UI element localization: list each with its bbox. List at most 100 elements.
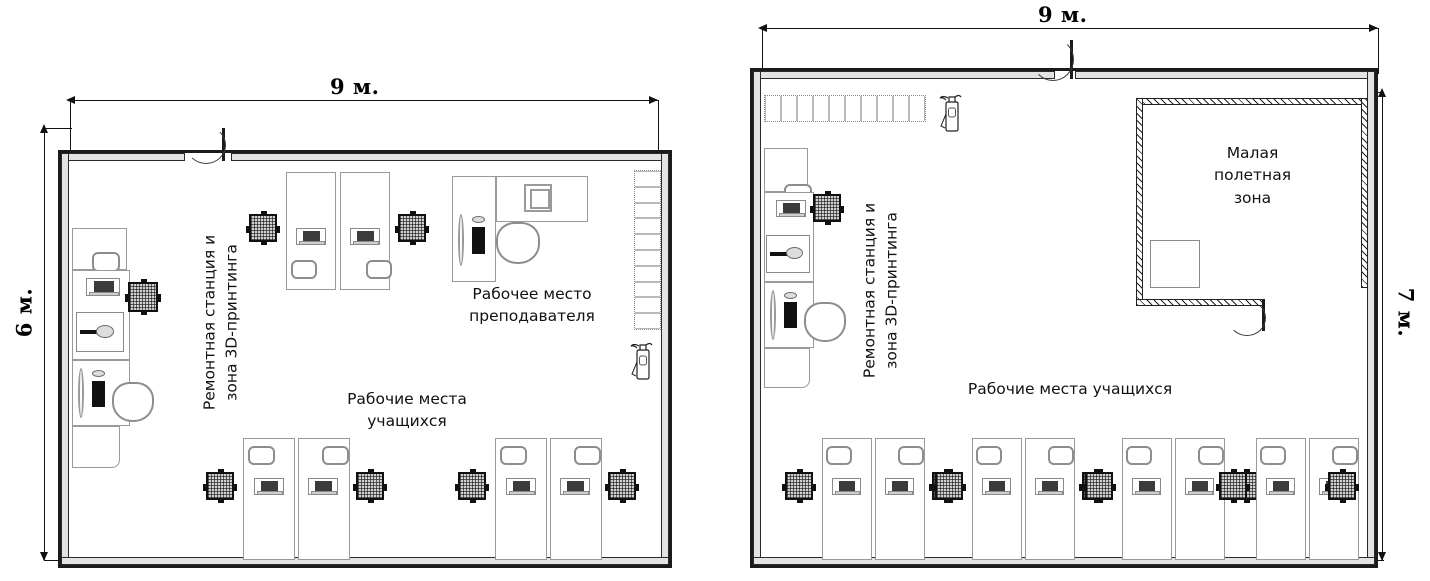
dim-width-label-right-plan: 9 м. <box>1038 2 1088 27</box>
chair-arm-right <box>1354 484 1359 491</box>
student-stool-r8 <box>1332 446 1358 465</box>
repair-chair-r1 <box>810 191 844 225</box>
shelf-cell <box>829 96 845 121</box>
shelf-cell <box>635 171 660 187</box>
chair-arm-left <box>932 484 937 491</box>
wall-right-band <box>661 153 669 565</box>
student-chair-r8 <box>1325 469 1359 503</box>
chair-arm-left <box>353 484 358 491</box>
dim-right-arrow-down <box>1378 552 1386 561</box>
flight-zone-wall-top <box>1136 98 1368 105</box>
laptop-keyboard <box>311 491 337 495</box>
laptop-keyboard <box>1269 491 1294 495</box>
laptop-keyboard <box>353 241 379 245</box>
chair-arm-right <box>424 226 429 233</box>
chair-arm-left <box>203 484 208 491</box>
student-chair-u2 <box>395 211 429 245</box>
chair-arm-bottom <box>825 220 831 225</box>
shelf-cell <box>797 96 813 121</box>
shelf-rack-right-plan <box>764 95 926 122</box>
door-swing-arc-left-plan <box>186 126 226 164</box>
teacher-monitor-post <box>458 214 464 266</box>
fire-extinguisher-icon-right-plan <box>937 92 963 136</box>
wall-top-right-segment <box>231 153 669 161</box>
chair-arm-top <box>218 469 224 474</box>
teacher-printer-inner <box>530 189 550 209</box>
repair-laptop-1 <box>86 278 120 296</box>
student-stool-u2 <box>366 260 392 279</box>
wall-top-left-segment <box>61 153 185 161</box>
flight-zone-wall-left <box>1136 98 1143 306</box>
repair-monitor-post-r <box>770 290 776 340</box>
repair-office-chair <box>112 382 154 422</box>
student-chair-r7 <box>1216 469 1250 503</box>
student-chair-b3 <box>455 469 489 503</box>
shelf-cell <box>781 96 797 121</box>
laptop-screen <box>303 231 320 241</box>
chair-arm-right <box>634 484 639 491</box>
dim-top-tick-left <box>70 100 71 162</box>
chair-arm-top <box>1340 469 1346 474</box>
repair-chair-1 <box>125 279 161 315</box>
shelf-cell <box>893 96 909 121</box>
shelf-cell <box>635 202 660 219</box>
student-laptop-r1 <box>832 478 861 495</box>
floor-plan-right: 9 м. 7 м. <box>700 0 1430 581</box>
student-laptop-r4 <box>1035 478 1064 495</box>
dim-left-arrow-down <box>40 552 48 561</box>
chair-arm-top <box>261 211 267 216</box>
repair-monitor-screen <box>92 381 105 407</box>
student-stool-u1 <box>291 260 317 279</box>
chair-arm-right <box>484 484 489 491</box>
laptop-keyboard <box>257 491 283 495</box>
label-repair-station-left: Ремонтная станция и зона 3D-принтинга <box>200 234 241 411</box>
student-laptop-r7 <box>1266 478 1295 495</box>
laptop-keyboard <box>1038 491 1063 495</box>
chair-arm-left <box>1079 484 1084 491</box>
chair-arm-top <box>470 469 476 474</box>
student-stool-r5 <box>1126 446 1152 465</box>
fire-extinguisher-icon-left-plan <box>628 340 654 384</box>
laptop-screen <box>783 203 800 213</box>
chair-arm-left <box>605 484 610 491</box>
dim-top-arrow-right-r <box>1369 24 1378 32</box>
teacher-monitor-screen <box>472 227 485 254</box>
flight-zone-table <box>1150 240 1200 288</box>
chair-arm-right <box>382 484 387 491</box>
laptop-keyboard <box>985 491 1010 495</box>
shelf-cell <box>635 218 660 235</box>
student-chair-r1 <box>782 469 816 503</box>
repair-tool-knob <box>96 325 114 338</box>
chair-arm-bottom <box>620 498 626 503</box>
wall-left-band-r <box>753 71 761 565</box>
student-laptop-r2 <box>885 478 914 495</box>
chair-arm-bottom <box>947 498 953 503</box>
chair-arm-right <box>961 484 966 491</box>
student-stool-r4 <box>1048 446 1074 465</box>
chair-arm-right <box>1111 484 1116 491</box>
repair-tool-bar-r <box>770 252 794 256</box>
repair-monitor-base <box>92 370 105 377</box>
shelf-cell <box>635 234 660 250</box>
laptop-keyboard <box>888 491 913 495</box>
teacher-printer <box>524 184 552 212</box>
laptop-screen <box>94 281 114 292</box>
chair-arm-right <box>156 294 161 302</box>
chair-arm-bottom <box>141 310 147 315</box>
chair-arm-top <box>620 469 626 474</box>
student-laptop-b3 <box>506 478 536 495</box>
chair-arm-top <box>947 469 953 474</box>
dim-height-label-right-plan: 7 м. <box>1393 287 1419 338</box>
repair-monitor-base-r <box>784 292 797 299</box>
student-stool-r6 <box>1198 446 1224 465</box>
laptop-screen <box>567 481 584 491</box>
flight-zone-wall-right <box>1361 98 1368 288</box>
student-laptop-u2 <box>350 228 380 245</box>
chair-arm-top <box>141 279 147 284</box>
repair-laptop-r1 <box>776 200 806 217</box>
shelf-rack-left-plan <box>634 170 661 330</box>
shelf-cell <box>877 96 893 121</box>
student-laptop-b4 <box>560 478 590 495</box>
repair-desk-bottom-r <box>764 348 810 388</box>
shelf-cell <box>635 297 660 314</box>
